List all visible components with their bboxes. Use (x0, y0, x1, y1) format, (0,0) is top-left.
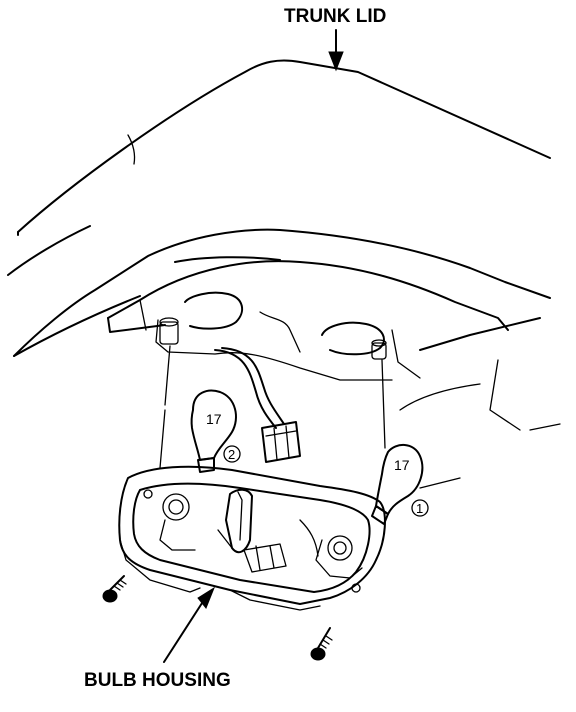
wire-connector (261, 421, 301, 463)
screw-left (102, 575, 127, 603)
callout-1-label: 1 (416, 501, 423, 516)
trunk-lid-callout: TRUNK LID (284, 6, 386, 72)
screw-right (310, 627, 333, 661)
alignment-lines (159, 345, 386, 469)
trunk-lid (7, 59, 551, 357)
callout-1: 1 (411, 477, 461, 517)
callout-2: 2 (223, 445, 241, 463)
lamp-recess (107, 256, 561, 431)
wire-harness (214, 347, 285, 429)
bulb-left: 17 (190, 389, 237, 473)
trunk-lid-arrowhead (328, 51, 344, 72)
bulb-right-marking: 17 (394, 457, 410, 473)
trunk-lid-label: TRUNK LID (284, 6, 386, 27)
bulb-right: 17 (371, 444, 424, 525)
bulb-housing-label: BULB HOUSING (84, 670, 231, 691)
bulb-housing (118, 465, 386, 611)
bulb-left-marking: 17 (206, 411, 222, 427)
bulb-housing-arrowhead (197, 586, 216, 609)
callout-2-label: 2 (228, 447, 235, 462)
mounting-boss-left (159, 317, 179, 345)
bulb-housing-callout: BULB HOUSING (84, 586, 231, 691)
mounting-boss-right (371, 339, 387, 360)
